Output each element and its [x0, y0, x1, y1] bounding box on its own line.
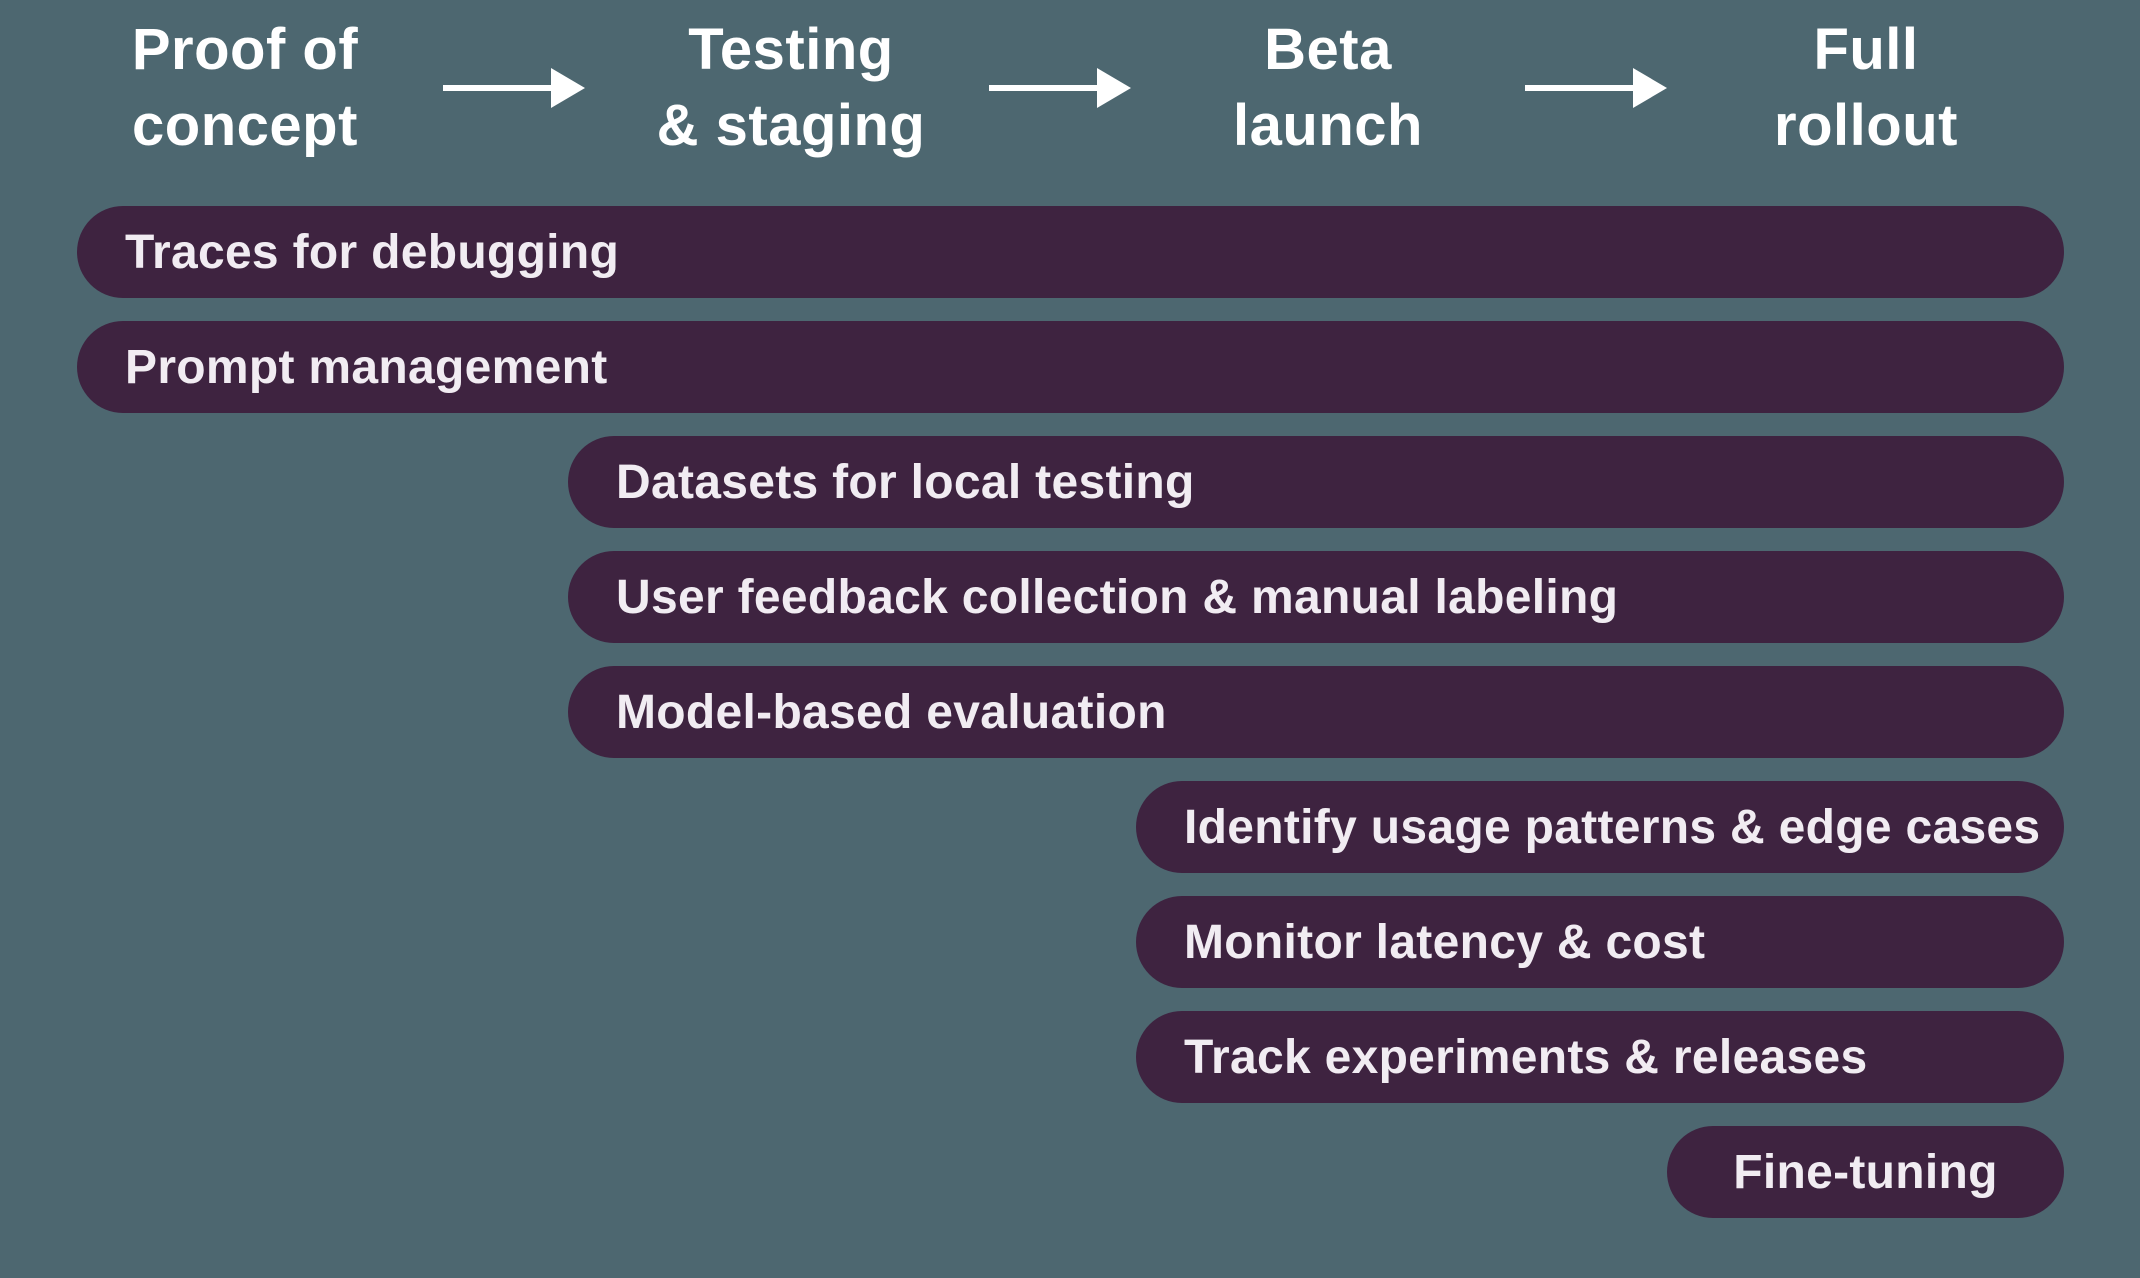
bar-identify-usage-patterns: Identify usage patterns & edge cases: [1136, 781, 2064, 873]
bar-traces-for-debugging: Traces for debugging: [77, 206, 2064, 298]
arrow-head: [1097, 68, 1131, 108]
bar-model-based-evaluation: Model-based evaluation: [568, 666, 2064, 758]
bar-label: Model-based evaluation: [616, 685, 1167, 739]
stage-header-beta-launch: Beta launch: [1233, 17, 1423, 158]
bar-datasets-for-local-testing: Datasets for local testing: [568, 436, 2064, 528]
arrow-shaft: [443, 85, 559, 91]
stage-header-full-rollout: Full rollout: [1774, 17, 1958, 158]
arrow-right-icon: [1525, 0, 1667, 176]
bar-label: User feedback collection & manual labeli…: [616, 570, 1619, 624]
arrow-right-icon: [443, 0, 585, 176]
bar-label: Fine-tuning: [1733, 1145, 1998, 1199]
bar-track-experiments-releases: Track experiments & releases: [1136, 1011, 2064, 1103]
bar-label: Traces for debugging: [125, 225, 620, 279]
bar-monitor-latency-cost: Monitor latency & cost: [1136, 896, 2064, 988]
bar-label: Identify usage patterns & edge cases: [1184, 800, 2041, 854]
bar-label: Prompt management: [125, 340, 608, 394]
bar-label: Monitor latency & cost: [1184, 915, 1706, 969]
bar-fine-tuning: Fine-tuning: [1667, 1126, 2064, 1218]
arrow-head: [551, 68, 585, 108]
bar-prompt-management: Prompt management: [77, 321, 2064, 413]
bar-user-feedback-collection: User feedback collection & manual labeli…: [568, 551, 2064, 643]
arrow-shaft: [989, 85, 1105, 91]
stage-header-proof-of-concept: Proof of concept: [131, 17, 359, 158]
bar-label: Datasets for local testing: [616, 455, 1195, 509]
arrow-head: [1633, 68, 1667, 108]
arrow-right-icon: [989, 0, 1131, 176]
bar-label: Track experiments & releases: [1184, 1030, 1868, 1084]
arrow-shaft: [1525, 85, 1641, 91]
stage-header-testing-staging: Testing & staging: [656, 17, 926, 158]
